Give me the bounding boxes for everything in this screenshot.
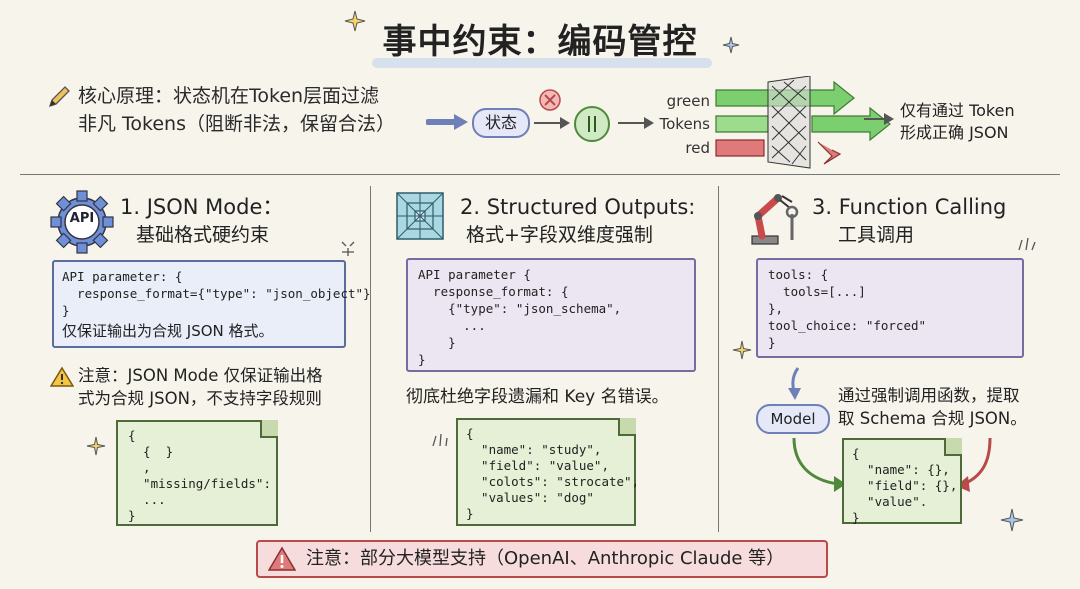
section-3-subtitle: 工具调用 <box>838 224 915 246</box>
arrow-right-icon <box>618 117 654 129</box>
section-2-subtitle: 格式+字段双维度强制 <box>466 224 653 246</box>
principle-line-2: 非凡 Tokens（阻断非法，保留合法） <box>78 113 395 135</box>
reject-icon <box>539 89 561 111</box>
model-node: Model <box>756 404 830 434</box>
structured-description: 彻底杜绝字段遗漏和 Key 名错误。 <box>406 387 669 407</box>
json-mode-example: { { } , "missing/fields": [ ... } <box>128 428 287 523</box>
page-title: 事中约束：编码管控 <box>382 22 698 62</box>
warning-line-1: 注意：JSON Mode 仅保证输出格 <box>78 366 323 385</box>
arrow-right-icon <box>426 114 468 130</box>
note-fold <box>944 438 962 456</box>
sparkle-icon <box>722 36 740 54</box>
footer-warning-text: 注意：部分大模型支持（OpenAI、Anthropic Claude 等） <box>306 548 785 569</box>
arrow-down-icon <box>788 367 801 400</box>
curved-arrow-icon <box>956 437 992 492</box>
token-label-red: red <box>685 139 710 157</box>
structured-code-box: API parameter { response_format: { {"typ… <box>406 258 696 372</box>
warning-icon <box>268 546 296 571</box>
section-1-title: 1. JSON Mode： <box>120 195 284 219</box>
section-1-heading: 1. JSON Mode： 基础格式硬约束 <box>120 193 283 249</box>
grid-target-icon <box>396 192 444 240</box>
flow-result: 仅有通过 Token 形成正确 JSON <box>900 100 1015 144</box>
core-principle: 核心原理：状态机在Token层面过滤 非凡 Tokens（阻断非法，保留合法） <box>78 82 395 138</box>
json-mode-warning: 注意：JSON Mode 仅保证输出格 式为合规 JSON，不支持字段规则 <box>78 364 323 410</box>
json-mode-code-box: API parameter: { response_format={"type"… <box>52 260 371 348</box>
arrow-right-icon <box>534 117 570 129</box>
section-2-title: 2. Structured Outputs: <box>460 195 696 219</box>
json-mode-example-note: { { } , "missing/fields": [ ... } <box>116 420 278 526</box>
json-mode-code-note: 仅保证输出为合规 JSON 格式。 <box>62 322 274 340</box>
section-3-heading: 3. Function Calling 工具调用 <box>812 193 1006 249</box>
principle-line-1: 核心原理：状态机在Token层面过滤 <box>78 85 380 107</box>
robot-arm-icon <box>751 194 799 245</box>
structured-code: API parameter { response_format: { {"typ… <box>418 267 622 367</box>
title-underline <box>372 58 712 68</box>
column-divider-2 <box>718 186 719 532</box>
sparkle-icon <box>86 436 106 456</box>
description-line-2: 取 Schema 合规 JSON。 <box>838 409 1027 428</box>
section-2-heading: 2. Structured Outputs: 格式+字段双维度强制 <box>460 193 695 249</box>
note-fold <box>260 420 278 438</box>
result-line-1: 仅有通过 Token <box>900 101 1015 120</box>
sparkle-doodle-icon <box>341 241 355 256</box>
section-1-subtitle: 基础格式硬约束 <box>136 224 270 246</box>
function-calling-code: tools: { tools=[...] }, tool_choice: "fo… <box>768 267 927 350</box>
section-3-title: 3. Function Calling <box>812 195 1007 219</box>
structured-example-note: { "name": "study", "field": "value", "co… <box>456 418 636 526</box>
section-divider <box>20 174 1060 175</box>
sparkle-icon <box>1000 508 1024 532</box>
function-calling-description: 通过强制调用函数，提取 取 Schema 合规 JSON。 <box>838 384 1027 430</box>
json-mode-code: API parameter: { response_format={"type"… <box>62 269 371 318</box>
token-label-green: green <box>666 92 710 110</box>
footer-warning-banner: 注意：部分大模型支持（OpenAI、Anthropic Claude 等） <box>256 540 828 578</box>
sparkle-doodle-icon <box>1018 237 1036 251</box>
warning-line-2: 式为合规 JSON，不支持字段规则 <box>78 389 322 408</box>
token-filter-graphic <box>715 76 891 169</box>
api-gear-label: API <box>69 211 95 226</box>
arrow-right-icon <box>864 113 894 125</box>
function-calling-code-box: tools: { tools=[...] }, tool_choice: "fo… <box>756 258 1024 358</box>
filter-node-icon <box>574 106 610 142</box>
api-gear-icon <box>50 190 114 254</box>
warning-icon <box>50 366 74 387</box>
sparkle-icon <box>732 340 752 360</box>
result-line-2: 形成正确 JSON <box>900 123 1009 142</box>
token-label-tokens: Tokens <box>659 115 711 133</box>
note-fold <box>618 418 636 436</box>
description-line-1: 通过强制调用函数，提取 <box>838 386 1020 405</box>
curved-arrow-icon <box>792 437 846 492</box>
function-calling-example: { "name": {}, "field": {}, "value". } <box>852 446 958 525</box>
pencil-icon <box>48 86 70 108</box>
structured-example: { "name": "study", "field": "value", "co… <box>466 426 640 521</box>
sparkle-doodle-icon <box>432 433 448 447</box>
sparkle-icon <box>344 10 366 32</box>
function-calling-example-note: { "name": {}, "field": {}, "value". } <box>842 438 962 524</box>
column-divider-1 <box>370 186 371 532</box>
state-node: 状态 <box>472 108 530 138</box>
